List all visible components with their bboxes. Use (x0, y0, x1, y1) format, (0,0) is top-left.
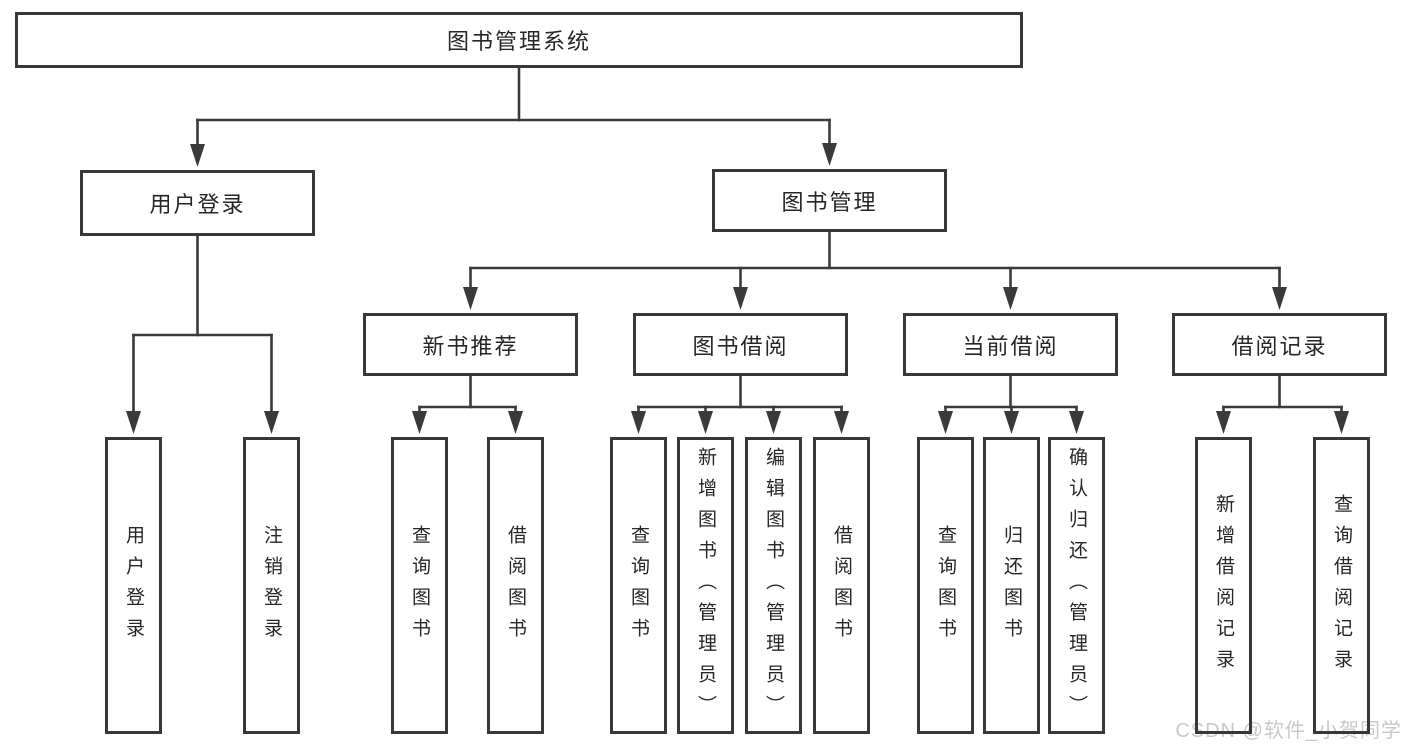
arrowhead (1216, 411, 1231, 434)
node-label: 编辑图书（管理员） (763, 447, 784, 726)
node-book-management: 图书管理 (712, 169, 947, 232)
node-label: 归还图书 (1001, 524, 1022, 649)
arrowhead (508, 411, 523, 434)
leaf-bb-query-book: 查询图书 (610, 437, 667, 734)
leaf-br-add-record: 新增借阅记录 (1195, 437, 1252, 734)
arrowhead (1334, 411, 1349, 434)
node-label: 新增借阅记录 (1213, 493, 1234, 680)
node-label: 用户登录 (149, 192, 246, 217)
node-label: 查询借阅记录 (1331, 493, 1352, 680)
node-label: 当前借阅 (962, 333, 1059, 359)
node-current-borrowing: 当前借阅 (903, 313, 1118, 376)
arrowhead (631, 411, 646, 434)
node-book-borrowing: 图书借阅 (633, 313, 848, 376)
arrowhead (1272, 287, 1287, 310)
node-label: 新书推荐 (422, 333, 519, 359)
node-label: 查询图书 (628, 524, 649, 649)
arrowhead (698, 411, 713, 434)
arrowhead (822, 143, 837, 166)
node-library-management-system: 图书管理系统 (15, 12, 1023, 68)
arrowhead (412, 411, 427, 434)
arrowhead (1003, 287, 1018, 310)
node-label: 注销登录 (261, 524, 282, 649)
leaf-logout: 注销登录 (243, 437, 300, 734)
arrowhead (264, 411, 279, 434)
leaf-nbr-query-book: 查询图书 (391, 437, 448, 734)
arrowhead (1069, 411, 1084, 434)
arrowhead (938, 411, 953, 434)
node-label: 查询图书 (935, 524, 956, 649)
node-user-login: 用户登录 (80, 170, 315, 236)
arrowhead (834, 411, 849, 434)
csdn-watermark: CSDN @软件_小贺同学 (1175, 720, 1402, 742)
node-label: 确认归还（管理员） (1066, 447, 1087, 726)
node-label: 借阅图书 (831, 524, 852, 649)
leaf-bb-edit-book-admin: 编辑图书（管理员） (745, 437, 802, 734)
leaf-cb-confirm-return-admin: 确认归还（管理员） (1048, 437, 1105, 734)
leaf-br-query-record: 查询借阅记录 (1313, 437, 1370, 734)
node-label: 新增图书（管理员） (695, 447, 716, 726)
arrowhead (766, 411, 781, 434)
node-borrowing-records: 借阅记录 (1172, 313, 1387, 376)
node-label: 借阅记录 (1231, 333, 1328, 359)
arrowhead (733, 287, 748, 310)
leaf-cb-return-book: 归还图书 (983, 437, 1040, 734)
arrowhead (126, 411, 141, 434)
node-label: 图书管理 (781, 189, 878, 215)
node-label: 图书借阅 (692, 333, 789, 359)
leaf-user-login: 用户登录 (105, 437, 162, 734)
arrowhead (1004, 411, 1019, 434)
node-new-book-recommend: 新书推荐 (363, 313, 578, 376)
leaf-bb-borrow-book: 借阅图书 (813, 437, 870, 734)
arrowhead (463, 287, 478, 310)
node-label: 用户登录 (123, 524, 144, 649)
node-label: 图书管理系统 (446, 29, 591, 54)
node-label: 借阅图书 (505, 524, 526, 649)
arrowhead (190, 144, 205, 167)
leaf-cb-query-book: 查询图书 (917, 437, 974, 734)
leaf-nbr-borrow-book: 借阅图书 (487, 437, 544, 734)
node-label: 查询图书 (409, 524, 430, 649)
leaf-bb-add-book-admin: 新增图书（管理员） (677, 437, 734, 734)
